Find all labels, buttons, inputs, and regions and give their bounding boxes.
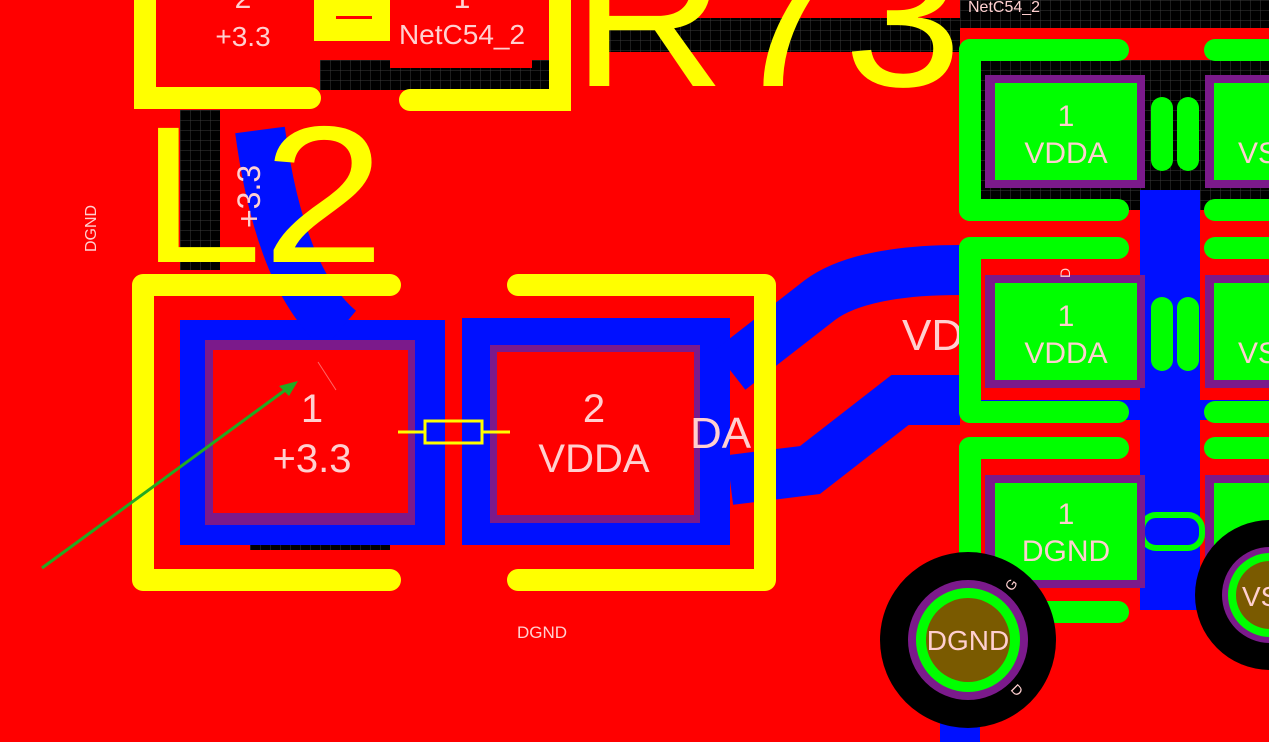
designator-r73[interactable]: R73 — [572, 0, 962, 128]
ic-pad-vdda-1-net: VDDA — [1024, 137, 1107, 170]
trace-label-da: DA — [690, 409, 752, 458]
l2-pad-2[interactable] — [497, 352, 694, 515]
designator-l2[interactable]: L2 — [140, 86, 385, 304]
resistor-symbol — [398, 419, 510, 445]
top-pad-netc54-number: 1 — [454, 0, 471, 15]
l2-pad-2-number: 2 — [583, 387, 605, 431]
l2-pad-1-net: +3.3 — [273, 437, 352, 481]
trace-label-vdda: VD — [902, 311, 963, 360]
ic-pad-dgnd[interactable] — [995, 483, 1137, 580]
grid-gap — [180, 110, 220, 270]
via-vs-label: VS — [1242, 581, 1269, 612]
top-pad-plus33-number: 2 — [235, 0, 252, 15]
via-dgnd-label: DGND — [927, 625, 1009, 656]
ic-pad-vdda-2-net: VDDA — [1024, 337, 1107, 370]
l2-silkscreen — [132, 274, 776, 591]
via-vs-hole — [1236, 561, 1269, 629]
top-netc54-label: NetC54_2 — [968, 0, 1040, 16]
ic-pad-vdda-2-number: 1 — [1058, 300, 1075, 333]
ic-pad-dgnd-number: 1 — [1058, 498, 1075, 531]
top-silkscreen — [134, 0, 571, 111]
top-pad-netc54[interactable] — [390, 0, 532, 68]
bottom-copper-trace[interactable] — [235, 126, 357, 350]
ic-pad-vdda-2[interactable] — [995, 283, 1137, 380]
grid-gap — [600, 18, 960, 52]
ic-pad-vs-1-net: VS — [1238, 137, 1269, 170]
net-label-dgnd-left: DGND — [83, 205, 100, 252]
ic-pad-vdda-1-number: 1 — [1058, 100, 1075, 133]
bottom-copper-trace[interactable] — [714, 245, 961, 390]
top-pad-plus33[interactable] — [172, 0, 310, 68]
top-pad-netc54-net: NetC54_2 — [399, 19, 525, 50]
ic-pad-vs-1[interactable] — [1214, 83, 1269, 180]
l2-pad-2-net: VDDA — [538, 437, 649, 481]
l2-pad-1-number: 1 — [301, 387, 323, 431]
via-dgnd-hole — [926, 598, 1010, 682]
ic-pad-vdda-1[interactable] — [995, 83, 1137, 180]
trace-label-plus33: +3.3 — [231, 165, 267, 228]
net-label-dgnd-bottom: DGND — [517, 623, 567, 642]
annotation-arrow — [41, 361, 337, 570]
small-label-d1: D — [1057, 268, 1073, 278]
top-pad-plus33-net: +3.3 — [215, 21, 270, 52]
ic-pad-vs-2[interactable] — [1214, 283, 1269, 380]
l2-pad-1[interactable] — [213, 350, 408, 513]
ic-pad-dgnd-net: DGND — [1022, 535, 1110, 568]
ic-pad-vs-2-net: VS — [1238, 337, 1269, 370]
